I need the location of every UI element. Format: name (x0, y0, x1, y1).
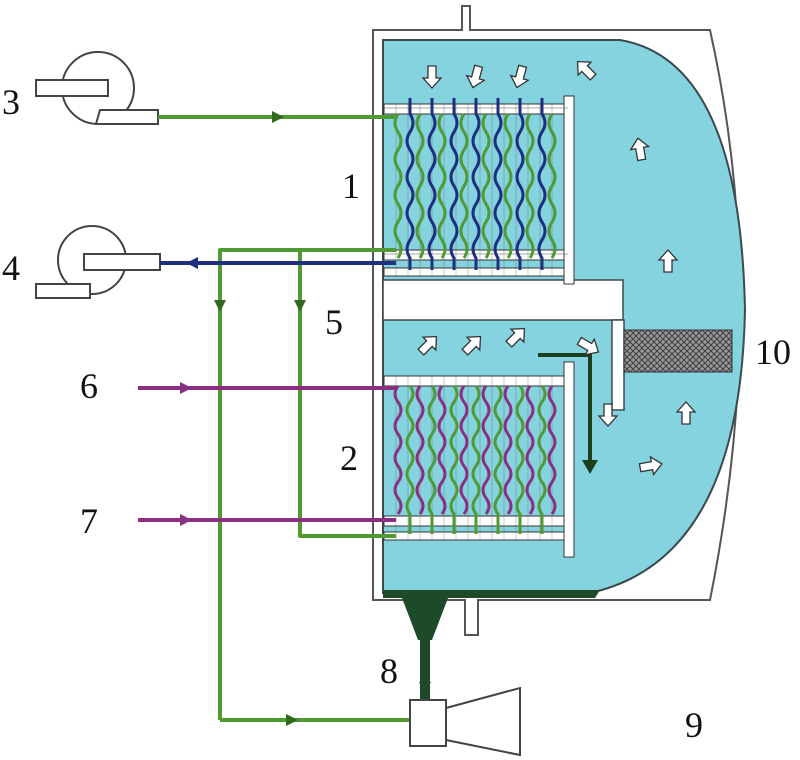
label-10: 10 (755, 332, 791, 372)
label-3: 3 (2, 82, 20, 122)
filter-mesh (623, 329, 733, 373)
label-1: 1 (342, 166, 360, 206)
pipe-green-to-module1 (218, 248, 396, 720)
label-8: 8 (380, 651, 398, 691)
flow-arrow-dark (538, 353, 592, 462)
sludge-sump (383, 590, 600, 640)
pump-3 (35, 51, 159, 125)
label-9: 9 (685, 705, 703, 745)
hydrocyclone-9 (409, 686, 521, 757)
label-4: 4 (2, 248, 20, 288)
membrane-module-1 (383, 95, 575, 285)
label-5: 5 (325, 302, 343, 342)
baffle-vertical (611, 319, 625, 411)
mid-partition (382, 279, 624, 321)
pipe-arrowheads (180, 111, 306, 726)
label-7: 7 (80, 501, 98, 541)
label-6: 6 (80, 366, 98, 406)
label-2: 2 (340, 438, 358, 478)
pump-4 (35, 225, 161, 299)
pipe-green-module2 (298, 250, 396, 538)
